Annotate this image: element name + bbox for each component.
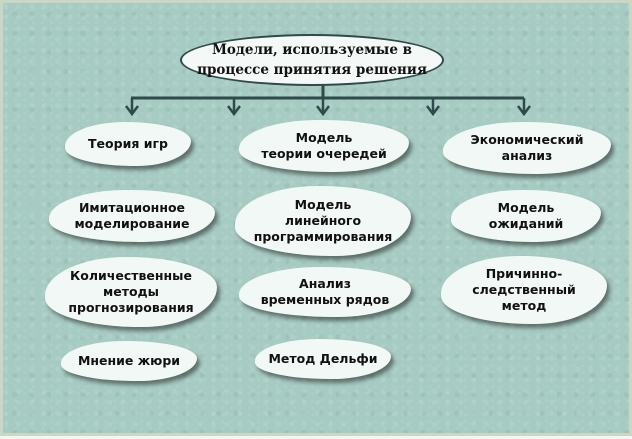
node-expectations-model: Модель ожиданий — [451, 190, 601, 242]
arrow-icon — [426, 105, 440, 117]
node-queueing-theory-model: Модель теории очередей — [239, 120, 409, 172]
node-jury-opinion: Мнение жюри — [61, 341, 197, 381]
connector-lines — [125, 82, 531, 117]
node-delphi-method: Метод Дельфи — [255, 339, 391, 379]
root-node-title: Модели, используемые в процессе принятия… — [180, 34, 444, 86]
node-linear-programming-model: Модель линейного программирования — [235, 186, 411, 256]
node-economic-analysis: Экономический анализ — [443, 122, 611, 174]
node-quantitative-forecasting: Количественные методы прогнозирования — [45, 257, 217, 327]
arrow-icon — [125, 105, 139, 117]
node-cause-effect-method: Причинно- следственный метод — [441, 256, 607, 324]
node-time-series-analysis: Анализ временных рядов — [239, 267, 411, 317]
arrow-icon — [517, 105, 531, 117]
arrow-icon — [227, 105, 241, 117]
node-game-theory: Теория игр — [65, 122, 191, 166]
arrow-icon — [316, 105, 330, 117]
node-simulation-modeling: Имитационное моделирование — [49, 190, 215, 242]
